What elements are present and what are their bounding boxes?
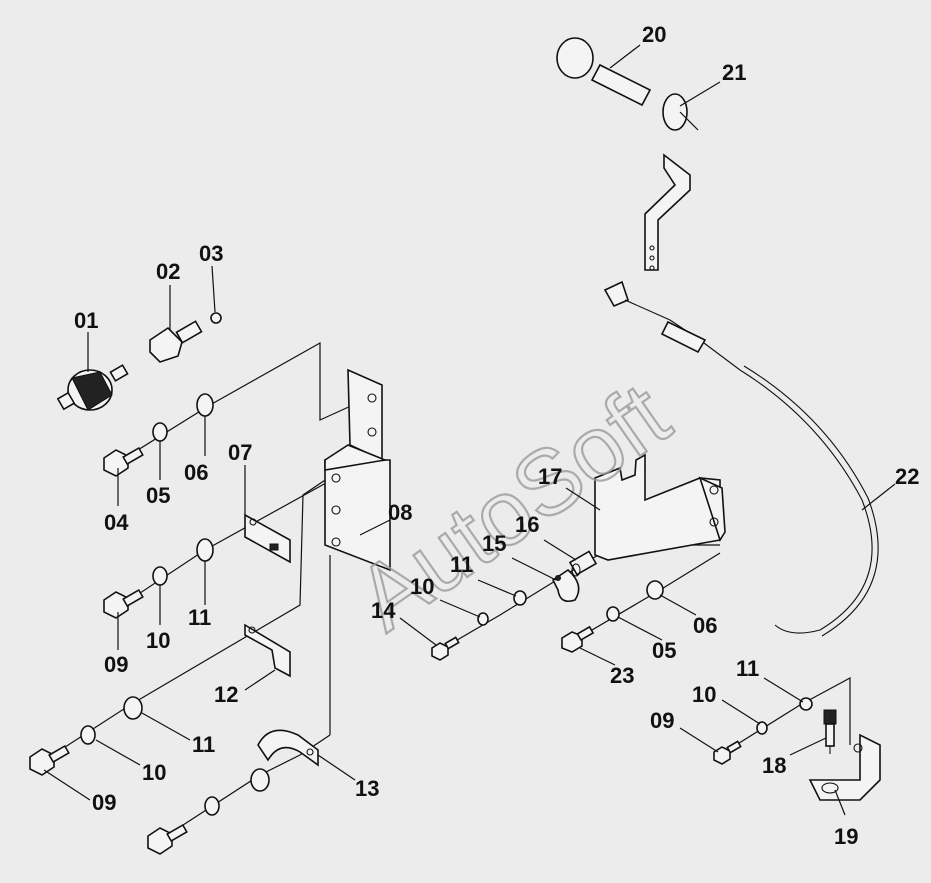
label-part-10-low: 10: [142, 760, 166, 785]
part-09-bolt-right: [713, 740, 742, 765]
label-part-10-mid: 10: [146, 628, 170, 653]
label-part-21: 21: [722, 60, 746, 85]
label-part-05: 05: [146, 483, 170, 508]
label-part-15: 15: [482, 531, 506, 556]
part-18-switch: [823, 709, 837, 754]
part-12-bracket: [244, 623, 291, 678]
label-part-01: 01: [74, 308, 98, 333]
part-06-washer-right: [646, 580, 664, 600]
part-05-washer-right: [606, 606, 620, 622]
part-11-washer-14: [513, 590, 527, 606]
part-14-bolt: [431, 636, 460, 661]
part-04-bolt: [103, 446, 144, 477]
part-01-sensor: [56, 364, 129, 411]
part-labels: 01 02 03 04 05 06 07 08 09 10 11 12 11 1…: [74, 22, 919, 849]
label-part-09-c: 09: [650, 708, 674, 733]
part-22-lever-cable: [603, 153, 879, 637]
label-part-23: 23: [610, 663, 634, 688]
part-02-fitting: [149, 320, 203, 363]
label-part-19: 19: [834, 824, 858, 849]
label-part-09-mid: 09: [104, 652, 128, 677]
part-15-clip: [551, 568, 580, 603]
part-20-knob: [556, 37, 652, 107]
label-part-11-c: 11: [450, 552, 473, 577]
part-09-bolt-mid: [103, 588, 144, 619]
label-part-06: 06: [184, 460, 208, 485]
part-10-washer-bottom: [204, 796, 220, 816]
label-part-10-c: 10: [410, 574, 434, 599]
part-19-bracket: [808, 733, 881, 801]
label-part-12: 12: [214, 682, 238, 707]
label-part-09-low: 09: [92, 790, 116, 815]
part-07-plate: [244, 513, 291, 564]
label-part-18: 18: [762, 753, 786, 778]
part-10-washer-low: [80, 725, 96, 745]
part-06-washer: [196, 393, 214, 417]
label-part-06-b: 06: [693, 613, 717, 638]
label-part-20: 20: [642, 22, 666, 47]
part-11-washer-right: [799, 697, 813, 711]
label-part-04: 04: [104, 510, 129, 535]
label-part-10-d: 10: [692, 682, 716, 707]
part-05-washer: [152, 422, 168, 442]
label-part-07: 07: [228, 440, 252, 465]
label-part-17: 17: [538, 464, 562, 489]
label-part-08: 08: [388, 500, 412, 525]
part-13-clamp: [257, 729, 319, 767]
part-11-washer-bottom: [250, 768, 270, 792]
callout-lines: [43, 44, 896, 816]
label-part-11-low: 11: [192, 732, 215, 757]
label-part-05-b: 05: [652, 638, 676, 663]
label-part-03: 03: [199, 241, 223, 266]
part-10-washer-mid: [152, 566, 168, 586]
part-08-bracket: [324, 368, 391, 572]
part-23-bolt: [561, 625, 595, 653]
label-part-13: 13: [355, 776, 379, 801]
label-part-22: 22: [895, 464, 919, 489]
part-21-washer: [662, 93, 688, 131]
part-17-bracket: [594, 453, 726, 561]
part-10-washer-right: [756, 721, 768, 735]
part-11-washer-mid: [196, 538, 214, 562]
part-16-spacer: [568, 550, 598, 577]
part-11-washer-low: [123, 696, 143, 720]
label-part-11-mid: 11: [188, 605, 211, 630]
part-03-ring: [210, 312, 222, 324]
label-part-16: 16: [515, 512, 539, 537]
label-part-14: 14: [371, 598, 396, 623]
part-09-bolt-low: [29, 744, 70, 776]
label-part-02: 02: [156, 259, 180, 284]
part-10-washer-14: [477, 612, 489, 626]
part-09-bolt-bottom: [147, 823, 188, 855]
label-part-11-d: 11: [736, 656, 759, 681]
